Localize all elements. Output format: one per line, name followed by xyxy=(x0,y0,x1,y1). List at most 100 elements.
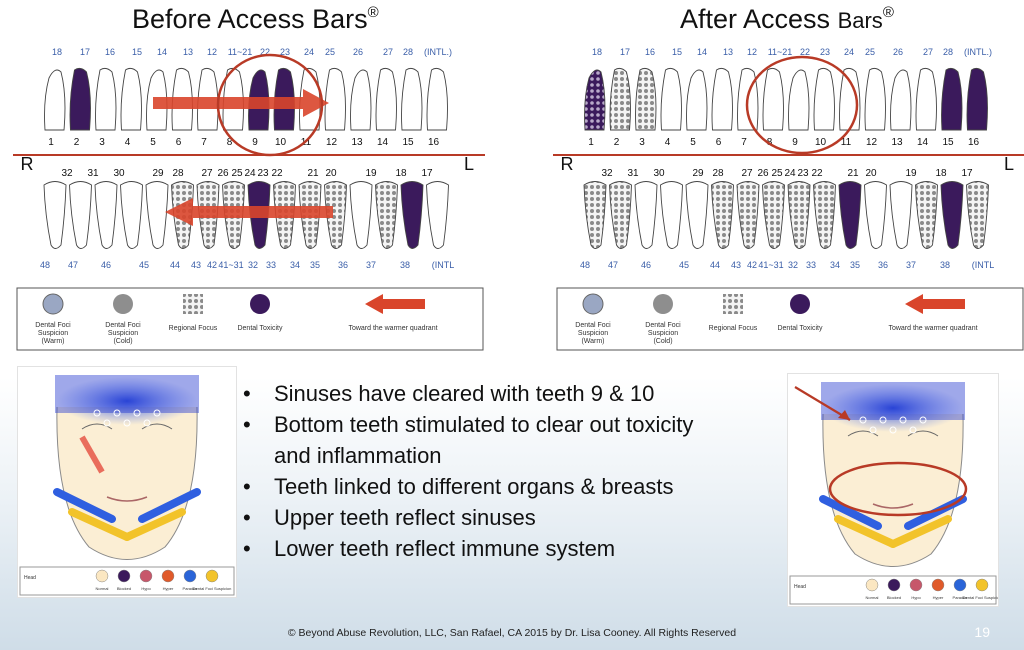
lower-intl-number: 32 xyxy=(788,260,798,270)
upper-tooth-number: 3 xyxy=(639,137,645,148)
face-legend-label: Paradox xyxy=(953,595,968,600)
upper-intl-number: 22 xyxy=(260,47,270,57)
bullet-dot: • xyxy=(243,412,251,437)
legend-cold-swatch xyxy=(653,294,673,314)
upper-tooth-number: 9 xyxy=(252,137,258,148)
face-legend-label: Paradox xyxy=(183,586,198,591)
upper-tooth xyxy=(711,67,733,131)
sinus-point xyxy=(919,416,927,424)
sinus-point xyxy=(113,409,121,417)
lower-intl-number: 38 xyxy=(940,260,950,270)
sinus-point xyxy=(909,426,917,434)
upper-intl-number: 12 xyxy=(747,47,757,57)
lower-tooth-number: 25 xyxy=(771,168,783,179)
upper-tooth-number: 7 xyxy=(741,137,747,148)
right-eye xyxy=(907,430,939,437)
lower-tooth-number: 20 xyxy=(865,168,877,179)
copyright-footer: © Beyond Abuse Revolution, LLC, San Rafa… xyxy=(287,627,737,639)
lower-intl-number: 48 xyxy=(580,260,590,270)
upper-intl-number: 16 xyxy=(105,47,115,57)
legend-toxicity-swatch xyxy=(250,294,270,314)
legend-cold-label: Dental Foci xyxy=(645,322,681,329)
face-legend-swatch xyxy=(161,569,175,583)
face-legend-swatch xyxy=(117,569,131,583)
upper-tooth xyxy=(401,67,423,131)
bullet-item: •Lower teeth reflect immune system xyxy=(240,533,693,564)
upper-tooth xyxy=(375,67,397,131)
legend-warmer-label: Toward the warmer quadrant xyxy=(888,325,977,332)
lower-intl-number: 46 xyxy=(101,260,111,270)
upper-intl-number: 11~21 xyxy=(768,47,793,57)
upper-tooth xyxy=(350,69,372,131)
upper-tooth-number: 3 xyxy=(99,137,105,148)
lower-tooth xyxy=(324,181,347,249)
upper-jaw-line-left xyxy=(53,488,116,523)
page-number: 19 xyxy=(974,624,990,640)
highlight-circle xyxy=(216,53,324,157)
side-label-right: R xyxy=(561,154,574,174)
lower-tooth xyxy=(787,181,811,249)
upper-intl-number: 14 xyxy=(697,47,707,57)
lower-tooth xyxy=(426,181,449,249)
lower-intl-number: 38 xyxy=(400,260,410,270)
face-legend-swatch xyxy=(95,569,109,583)
legend-warm-label: (Warm) xyxy=(41,338,64,345)
upper-jaw-line-right xyxy=(138,488,201,523)
legend-toxicity-swatch xyxy=(790,294,810,314)
upper-tooth xyxy=(609,67,631,131)
lower-intl-number: 47 xyxy=(608,260,618,270)
upper-tooth-number: 10 xyxy=(815,137,827,148)
lower-tooth-number: 22 xyxy=(811,168,823,179)
lower-intl-number: 37 xyxy=(366,260,376,270)
lower-intl-number: 35 xyxy=(850,260,860,270)
upper-tooth-number: 13 xyxy=(351,137,363,148)
upper-intl-number: (INTL.) xyxy=(424,47,452,57)
face-legend-head: Head xyxy=(794,584,806,590)
face-legend-label: Hypo xyxy=(141,586,151,591)
upper-intl-number: (INTL.) xyxy=(964,47,992,57)
lower-tooth-number: 27 xyxy=(741,168,753,179)
face-legend-swatch xyxy=(205,569,219,583)
upper-tooth-number: 11 xyxy=(841,137,852,148)
lower-intl-number: 45 xyxy=(679,260,689,270)
legend-cold-swatch xyxy=(113,294,133,314)
side-label-left: L xyxy=(464,154,474,174)
after-title: After Access Bars® xyxy=(680,4,894,34)
before-title: Before Access Bars® xyxy=(132,4,379,34)
lower-jaw-line-right xyxy=(889,515,952,548)
lower-intl-number: (INTL xyxy=(432,260,455,270)
legend-cold-label: (Cold) xyxy=(113,338,132,345)
upper-tooth xyxy=(635,67,657,131)
upper-intl-number: 13 xyxy=(723,47,733,57)
lower-tooth-number: 28 xyxy=(172,168,184,179)
upper-intl-number: 11~21 xyxy=(228,47,253,57)
upper-tooth xyxy=(813,67,835,131)
lower-tooth-number: 30 xyxy=(653,168,665,179)
upper-intl-number: 13 xyxy=(183,47,193,57)
left-eye xyxy=(81,423,113,430)
upper-tooth xyxy=(584,69,606,131)
upper-tooth-number: 5 xyxy=(690,137,696,148)
lower-intl-number: 43 xyxy=(731,260,741,270)
lower-tooth-number: 21 xyxy=(847,168,859,179)
upper-tooth xyxy=(890,69,912,131)
lower-tooth xyxy=(813,181,836,249)
bullet-list: •Sinuses have cleared with teeth 9 & 10 … xyxy=(240,378,693,564)
upper-intl-number: 18 xyxy=(52,47,62,57)
lower-tooth xyxy=(375,181,398,249)
lower-jaw-line-left xyxy=(834,515,897,548)
lower-tooth-number: 22 xyxy=(271,168,283,179)
face-legend-head: Head xyxy=(24,575,36,581)
lower-tooth xyxy=(583,181,607,249)
lower-intl-number: 34 xyxy=(830,260,840,270)
upper-tooth-number: 1 xyxy=(48,137,54,148)
lower-intl-number: 42 xyxy=(747,260,757,270)
sinus-point xyxy=(153,409,161,417)
lower-intl-number: 33 xyxy=(266,260,276,270)
face-legend-label: Hyper xyxy=(163,586,174,591)
upper-tooth-number: 15 xyxy=(942,137,954,148)
lower-intl-number: 36 xyxy=(878,260,888,270)
legend-cold-label: Suspicion xyxy=(648,330,678,337)
mouth xyxy=(106,496,148,502)
bullet-dot: • xyxy=(243,381,251,406)
